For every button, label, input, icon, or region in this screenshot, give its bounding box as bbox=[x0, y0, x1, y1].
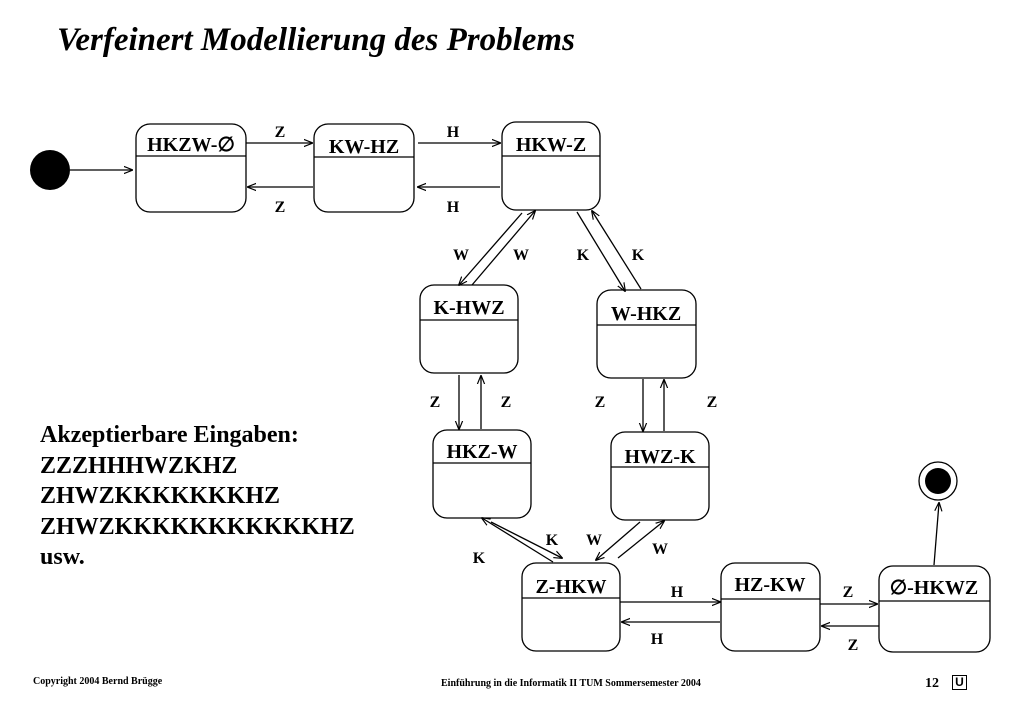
state-label: HKW-Z bbox=[516, 134, 586, 156]
transition-s2-s3: H bbox=[418, 124, 500, 143]
accepted-inputs: Akzeptierbare Eingaben: ZZZHHHWZKHZ ZHWZ… bbox=[40, 420, 355, 573]
state-s3: HKW-Z bbox=[501, 121, 601, 211]
initial-state bbox=[30, 150, 70, 190]
state-label: HKZW-∅ bbox=[147, 134, 235, 156]
state-s2: KW-HZ bbox=[313, 123, 415, 213]
svg-text:W: W bbox=[513, 247, 529, 264]
svg-text:Z: Z bbox=[707, 394, 718, 411]
state-s8: Z-HKW bbox=[521, 562, 621, 652]
transition-s9-s10: Z bbox=[820, 584, 877, 604]
page-title: Verfeinert Modellierung des Problems bbox=[57, 22, 575, 58]
accepted-input-example: ZHWZKKKKKKKHZ bbox=[40, 483, 281, 509]
svg-text:H: H bbox=[447, 124, 460, 141]
state-s10: ∅-HKWZ bbox=[878, 565, 991, 653]
svg-text:K: K bbox=[577, 247, 590, 264]
svg-text:Z: Z bbox=[848, 637, 859, 654]
transition-s3-s5: K bbox=[576, 211, 625, 291]
state-label: ∅-HKWZ bbox=[890, 577, 979, 599]
tum-logo-icon: U bbox=[952, 675, 967, 690]
final-transition bbox=[933, 503, 939, 566]
state-s7: HWZ-K bbox=[610, 431, 710, 521]
svg-text:W: W bbox=[586, 532, 602, 549]
accepted-input-example: usw. bbox=[40, 544, 85, 570]
transition-s4-s6: Z bbox=[430, 375, 459, 429]
svg-text:Z: Z bbox=[843, 584, 854, 601]
svg-text:K: K bbox=[473, 550, 486, 567]
state-label: K-HWZ bbox=[433, 297, 504, 319]
svg-text:Z: Z bbox=[275, 199, 286, 216]
state-s1: HKZW-∅ bbox=[135, 123, 247, 213]
transition-s2-s1: Z bbox=[248, 187, 313, 216]
state-s4: K-HWZ bbox=[419, 284, 519, 374]
transition-s9-s8: H bbox=[622, 622, 720, 648]
transition-s3-s4: W bbox=[453, 212, 523, 285]
accepted-inputs-heading: Akzeptierbare Eingaben: bbox=[40, 422, 299, 448]
footer-course: Einführung in die Informatik II TUM Somm… bbox=[441, 678, 701, 689]
transition-s8-s7: W bbox=[617, 521, 668, 559]
transition-s8-s9: H bbox=[620, 584, 720, 602]
state-s6: HKZ-W bbox=[432, 429, 532, 519]
transition-s5-s7: Z bbox=[595, 379, 643, 431]
svg-text:H: H bbox=[447, 199, 460, 216]
final-state-core bbox=[925, 468, 951, 494]
svg-text:K: K bbox=[546, 532, 559, 549]
state-label: W-HKZ bbox=[611, 303, 681, 325]
transition-s7-s8: W bbox=[586, 521, 641, 560]
svg-text:Z: Z bbox=[595, 394, 606, 411]
transition-s8-s6: K bbox=[482, 518, 559, 563]
footer-copyright: Copyright 2004 Bernd Brügge bbox=[33, 676, 163, 687]
transition-s6-s8: K bbox=[473, 521, 562, 567]
state-label: HWZ-K bbox=[624, 446, 696, 468]
state-label: KW-HZ bbox=[329, 136, 399, 158]
svg-text:W: W bbox=[453, 247, 469, 264]
transition-s6-s4: Z bbox=[481, 376, 511, 429]
accepted-input-example: ZZZHHHWZKHZ bbox=[40, 452, 238, 479]
transition-s4-s3: W bbox=[471, 211, 535, 286]
svg-text:Z: Z bbox=[430, 394, 441, 411]
accepted-input-example: ZHWZKKKKKKKKKKKHZ bbox=[40, 513, 355, 540]
svg-text:H: H bbox=[651, 631, 664, 648]
svg-text:W: W bbox=[652, 541, 668, 558]
state-label: HKZ-W bbox=[446, 441, 517, 463]
transition-s10-s9: Z bbox=[822, 626, 879, 654]
svg-text:Z: Z bbox=[501, 394, 512, 411]
state-s9: HZ-KW bbox=[720, 562, 821, 652]
transition-s5-s3: K bbox=[592, 211, 645, 290]
svg-text:H: H bbox=[671, 584, 684, 601]
state-label: Z-HKW bbox=[535, 576, 606, 598]
svg-text:Z: Z bbox=[275, 124, 286, 141]
transition-s7-s5: Z bbox=[664, 380, 717, 431]
svg-text:K: K bbox=[632, 247, 645, 264]
transition-s3-s2: H bbox=[418, 187, 500, 216]
page-number: 12 bbox=[925, 676, 939, 691]
transition-s1-s2: Z bbox=[246, 124, 312, 143]
state-s5: W-HKZ bbox=[596, 289, 697, 379]
state-label: HZ-KW bbox=[734, 574, 805, 596]
